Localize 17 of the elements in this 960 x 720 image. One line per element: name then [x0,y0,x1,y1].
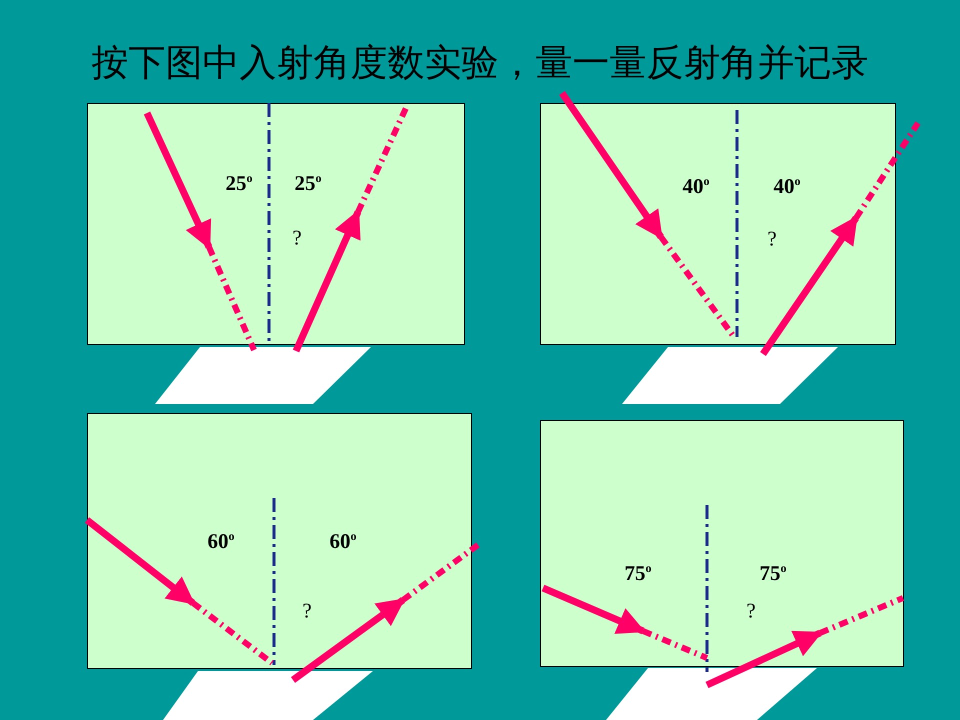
angle-label: 25$^{o}$ [226,172,252,194]
panel [87,413,472,669]
angle-label: 75$^{o}$ [624,562,652,584]
angle-label: 40$^{o}$ [682,175,710,197]
question-mark: ? [292,228,302,248]
panel [87,103,465,345]
panel [540,103,896,345]
angle-label: 60$^{o}$ [330,530,356,552]
title: 按下图中入射角度数实验，量一量反射角并记录 [92,41,868,84]
question-mark: ? [767,228,777,250]
angle-label: 60$^{o}$ [208,530,234,552]
question-mark: ? [746,600,756,622]
angle-label: 40$^{o}$ [774,175,800,197]
angle-label: 75$^{o}$ [760,562,786,584]
question-mark: ? [302,600,312,622]
panel [540,420,904,667]
angle-label: 25$^{o}$ [294,172,322,194]
